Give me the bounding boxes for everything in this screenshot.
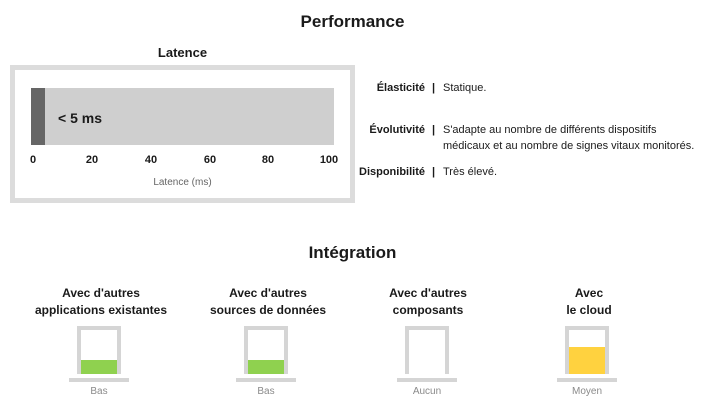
integration-level-label: Bas <box>257 386 275 397</box>
integration-label-data-sources: Avec d'autres sources de données <box>183 285 353 319</box>
integration-level-gauge <box>405 326 449 374</box>
integration-level-gauge <box>77 326 121 374</box>
latency-value-label: < 5 ms <box>58 110 102 126</box>
latency-bar-track <box>31 88 334 145</box>
axis-tick-label: 0 <box>29 154 37 166</box>
property-value-scalability: S'adapte au nombre de différents disposi… <box>443 124 695 152</box>
integration-title: Intégration <box>308 243 397 262</box>
property-value-availability: Très élevé. <box>443 166 498 178</box>
gauge-base <box>557 378 617 382</box>
integration-label-line2: applications existantes <box>34 303 168 317</box>
performance-title: Performance <box>300 12 405 31</box>
integration-label-line2: sources de données <box>209 303 327 317</box>
gauge-base <box>397 378 457 382</box>
integration-level-label: Moyen <box>571 386 602 397</box>
integration-label-line1: Avec <box>574 286 604 300</box>
gauge-base <box>236 378 296 382</box>
property-label-elasticity: Élasticité <box>376 82 425 94</box>
latency-bar-fill <box>31 88 45 145</box>
axis-tick-label: 60 <box>203 154 217 166</box>
gauge-fill <box>569 347 605 374</box>
integration-level-label: Bas <box>90 386 108 397</box>
integration-label-line2: le cloud <box>566 303 612 317</box>
gauge-fill <box>81 360 117 374</box>
integration-level-gauge <box>565 326 609 374</box>
integration-label-cloud: Avec le cloud <box>504 285 674 319</box>
integration-label-existing-apps: Avec d'autres applications existantes <box>16 285 186 319</box>
property-separator: | <box>432 166 436 178</box>
property-separator: | <box>432 82 436 94</box>
axis-tick-label: 40 <box>144 154 158 166</box>
gauge-base <box>69 378 129 382</box>
property-value-elasticity: Statique. <box>443 82 487 94</box>
integration-label-line1: Avec d'autres <box>389 286 467 300</box>
axis-tick-label: 20 <box>85 154 99 166</box>
integration-label-line1: Avec d'autres <box>62 286 140 300</box>
integration-level-gauge <box>244 326 288 374</box>
integration-label-line1: Avec d'autres <box>229 286 307 300</box>
integration-level-label: Aucun <box>412 386 442 397</box>
integration-label-line2: composants <box>392 303 464 317</box>
property-label-availability: Disponibilité <box>359 166 425 178</box>
latency-heading: Latence <box>157 45 208 60</box>
latency-axis-label: Latence (ms) <box>153 177 212 188</box>
axis-tick-label: 100 <box>319 154 339 166</box>
axis-tick-label: 80 <box>261 154 275 166</box>
gauge-fill <box>248 360 284 374</box>
property-separator: | <box>432 124 436 136</box>
property-label-scalability: Évolutivité <box>369 124 425 136</box>
integration-label-components: Avec d'autres composants <box>343 285 513 319</box>
